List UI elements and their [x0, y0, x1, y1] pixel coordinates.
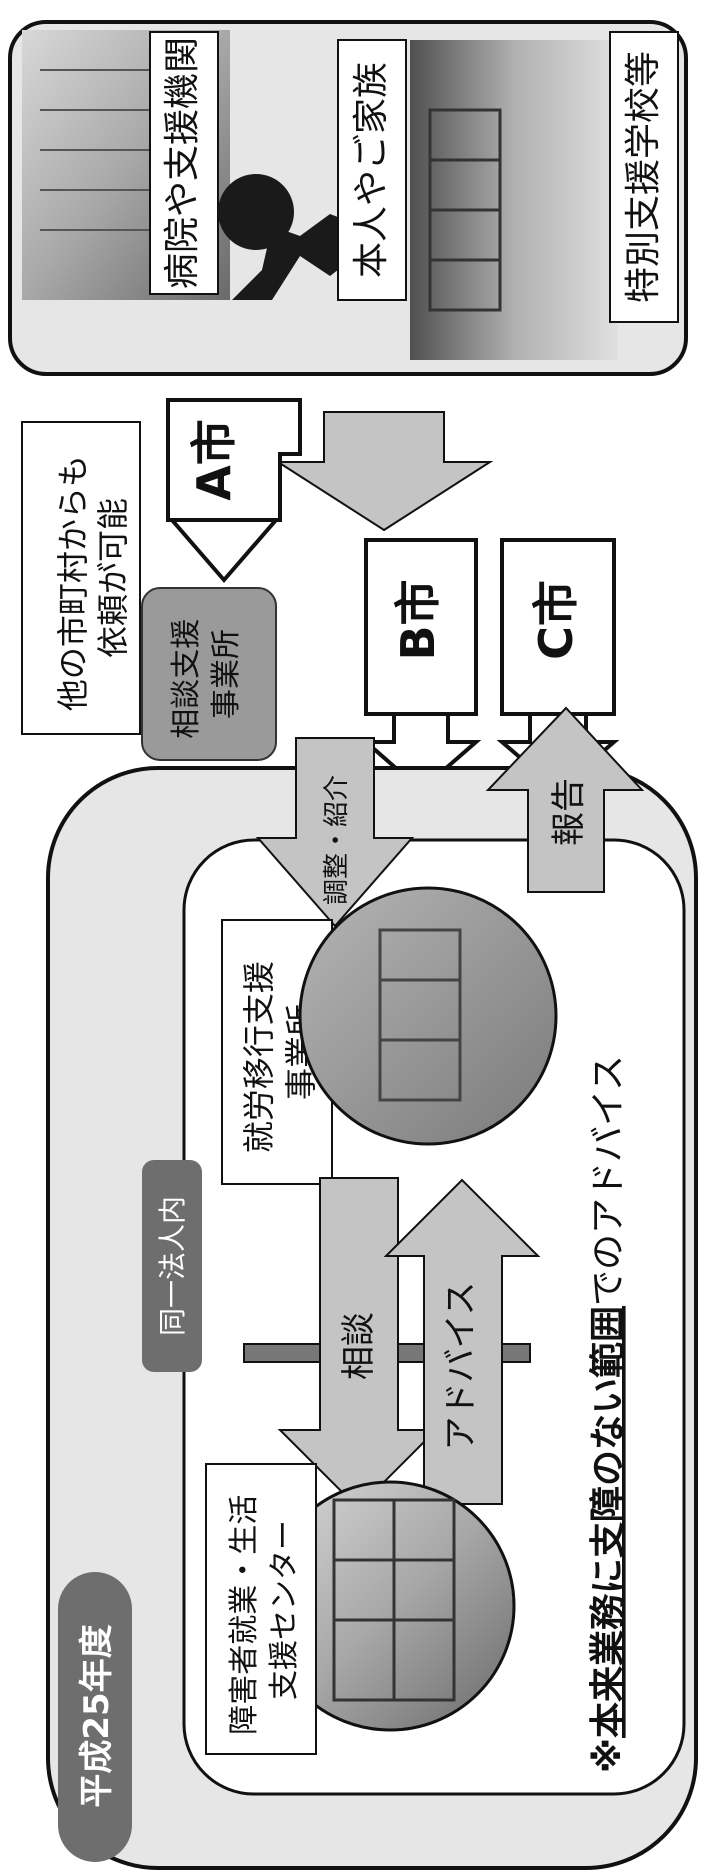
coordinate-arrow: [255, 737, 415, 928]
consult-arrow-label: 相談: [339, 1312, 379, 1380]
bottom-note-mark: ※: [588, 1738, 629, 1773]
city-a: A市: [166, 398, 302, 584]
employment-office-photo-detail: [378, 928, 462, 1102]
other-cities-note: 他の市町村からも 依頼が可能: [54, 445, 132, 711]
consult-office-line2: 事業所: [209, 629, 244, 719]
family-label: 本人やご家族: [351, 62, 392, 278]
same-corp-label: 同一法人内: [156, 1196, 189, 1336]
hospital-label: 病院や支援機関: [162, 37, 203, 289]
school-label: 特別支援学校等: [623, 51, 664, 303]
employment-office-photo: [298, 886, 558, 1146]
city-b: B市: [360, 538, 482, 793]
city-b-label: B市: [391, 579, 445, 660]
life-center-line2: 支援センター: [267, 1520, 302, 1700]
bottom-note: ※本来業務に支障のない範囲でのアドバイス: [588, 1055, 629, 1773]
life-center-label: 障害者就業・生活 支援センター: [227, 1485, 302, 1735]
consult-office-label: 相談支援 事業所: [169, 609, 244, 739]
city-c-label: C市: [529, 580, 583, 660]
report-arrow-label: 報告: [549, 778, 589, 846]
school-photo: [410, 40, 618, 360]
advice-arrow: [383, 1178, 541, 1505]
city-a-arrow: [167, 518, 281, 584]
life-center-photo-detail: [332, 1498, 456, 1702]
consult-office-line1: 相談支援: [169, 619, 204, 739]
other-cities-note-box: [21, 421, 141, 735]
hospital-label-box: [149, 31, 219, 295]
school-photo-detail: [428, 108, 502, 312]
bottom-note-underlined: 本来業務に支障のない範囲: [588, 1306, 629, 1738]
year-badge-label: 平成25年度: [77, 1624, 117, 1807]
other-cities-note-line1: 他の市町村からも: [54, 455, 92, 711]
city-a-label: A市: [187, 419, 241, 501]
bottom-note-tail: でのアドバイス: [588, 1055, 629, 1306]
source-panel: 病院や支援機関 本人やご家族 特別支援学校等: [8, 20, 688, 376]
report-arrow: [485, 706, 645, 893]
family-label-box: [337, 39, 407, 301]
same-corp-badge: [142, 1160, 202, 1372]
school-label-box: [609, 31, 679, 323]
life-center-box: [205, 1463, 317, 1755]
consult-arrow: [277, 1177, 439, 1510]
coordinate-arrow-label: 調整・紹介: [322, 775, 352, 905]
life-center-line1: 障害者就業・生活: [227, 1495, 262, 1735]
advice-arrow-label: アドバイス: [441, 1282, 481, 1451]
source-down-arrow: [274, 411, 494, 532]
year-badge: [58, 1572, 132, 1862]
employment-office-line1: 就労移行支援: [240, 961, 278, 1153]
consult-office: [141, 587, 277, 761]
other-cities-note-line2: 依頼が可能: [94, 498, 132, 658]
person-icon: [218, 174, 356, 300]
